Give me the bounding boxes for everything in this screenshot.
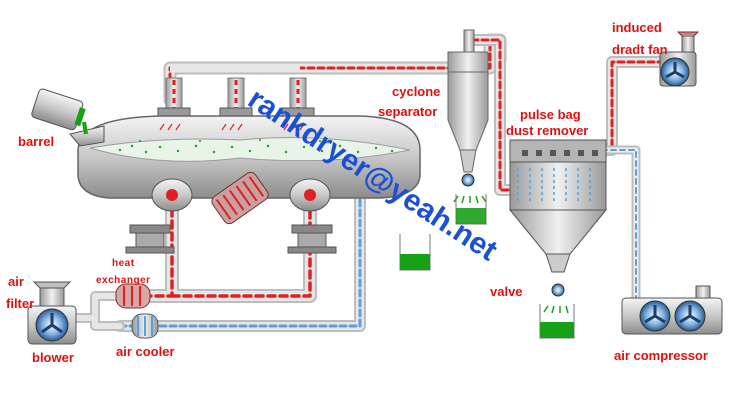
barrel-icon — [31, 88, 86, 131]
label-induced: induced — [612, 20, 662, 35]
induced-draft-fan — [659, 31, 700, 87]
air-compressor — [621, 285, 723, 335]
heat-exchanger — [115, 283, 151, 309]
label-air: air — [8, 274, 24, 289]
vibration-motor — [211, 171, 269, 225]
label-draft-fan: dradt fan — [612, 42, 668, 57]
label-filter: filter — [6, 296, 34, 311]
pulse-bag-dust-remover — [508, 139, 608, 339]
label-exchanger: exchanger — [96, 275, 151, 286]
product-jar — [399, 234, 431, 271]
label-air-compressor: air compressor — [614, 348, 708, 363]
label-separator: separator — [378, 104, 437, 119]
label-barrel: barrel — [18, 134, 54, 149]
label-heat: heat — [112, 258, 135, 269]
blower — [27, 305, 77, 345]
fluid-bed-dryer — [69, 115, 421, 254]
label-pulse-bag: pulse bag — [520, 107, 581, 122]
label-dust-remover: dust remover — [506, 123, 588, 138]
air-cooler — [131, 313, 159, 339]
label-valve: valve — [490, 284, 523, 299]
air-filter — [32, 281, 72, 307]
cyclone-separator — [447, 29, 489, 225]
label-cyclone: cyclone — [392, 84, 440, 99]
label-blower: blower — [32, 350, 74, 365]
label-air-cooler: air cooler — [116, 344, 175, 359]
